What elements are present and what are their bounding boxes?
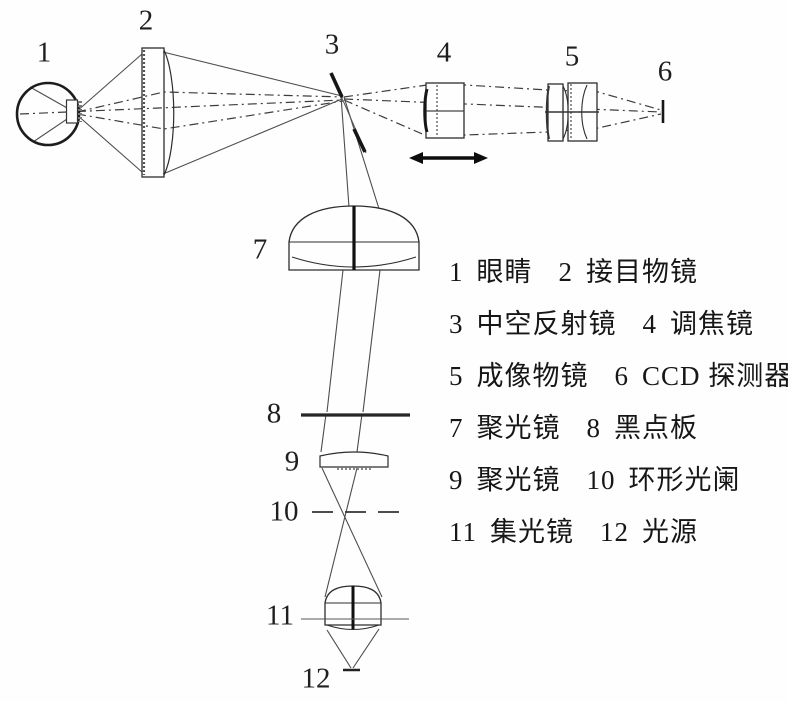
- component-label-7: 7: [252, 233, 268, 266]
- upper-marginal-ray: [75, 51, 343, 113]
- lens4-curved-edge: [423, 88, 429, 133]
- legend-number: 8: [586, 413, 601, 443]
- solid-rays: [29, 51, 383, 669]
- component-label-6: 6: [657, 55, 673, 88]
- legend-row: 11 集光镜 12 光源: [449, 510, 788, 562]
- legend-label: 光源: [642, 517, 698, 547]
- illumination-ray-left: [320, 95, 383, 669]
- legend-row: 9 聚光镜 10 环形光阑: [449, 458, 788, 510]
- mirror-upper-segment: [329, 72, 344, 98]
- legend-label: 聚光镜: [476, 465, 561, 495]
- component-label-10: 10: [269, 495, 299, 528]
- lower-ray-eye-to-mirror: [76, 100, 344, 130]
- legend-number: 6: [614, 361, 629, 391]
- optical-axis-right: [343, 98, 662, 113]
- legend-label: 集光镜: [490, 517, 574, 547]
- optical-axis-left: [19, 99, 344, 115]
- focus-lens-4: [423, 82, 465, 139]
- arrow-head-right: [474, 152, 488, 164]
- legend-label: 聚光镜: [476, 413, 561, 443]
- legend: 1 眼睛 2 接目物镜 3 中空反射镜 4 调焦镜 5 成像物镜 6 CCD 探…: [449, 250, 788, 562]
- legend-number: 2: [558, 257, 573, 287]
- component-label-12: 12: [301, 662, 331, 695]
- condenser-lens-9: [319, 451, 389, 470]
- legend-label: 调焦镜: [670, 309, 754, 339]
- eye-1: [15, 81, 82, 147]
- legend-label: 眼睛: [476, 257, 533, 287]
- lens2-convex-surface: [163, 49, 175, 176]
- lens11-bottom-surface: [326, 624, 380, 631]
- component-label-1: 1: [36, 36, 52, 69]
- upper-ray-mirror-to-ccd: [343, 84, 662, 111]
- component-label-4: 4: [436, 36, 452, 69]
- legend-number: 1: [449, 257, 464, 287]
- component-label-5: 5: [564, 40, 580, 73]
- legend-label: 成像物镜: [476, 361, 589, 391]
- lens2-body: [141, 47, 165, 178]
- hollow-mirror-3: [329, 72, 367, 154]
- imaging-lens-5: [545, 82, 599, 142]
- legend-row: 5 成像物镜 6 CCD 探测器: [449, 354, 788, 406]
- illumination-ray-right: [324, 96, 381, 669]
- legend-number: 10: [586, 465, 616, 495]
- component-label-3: 3: [324, 28, 340, 61]
- legend-number: 7: [449, 413, 464, 443]
- legend-number: 9: [449, 465, 464, 495]
- legend-label: 中空反射镜: [476, 309, 617, 339]
- legend-label: CCD 探测器: [642, 361, 788, 391]
- component-label-2: 2: [138, 4, 154, 37]
- mirror-lower-segment: [352, 128, 367, 153]
- arrow-head-left: [409, 152, 423, 164]
- upper-ray-eye-to-mirror: [76, 91, 344, 113]
- legend-label: 环形光阑: [628, 465, 741, 495]
- legend-row: 3 中空反射镜 4 调焦镜: [449, 302, 788, 354]
- focus-travel-arrow: [409, 152, 488, 164]
- lens9-outline: [319, 451, 389, 468]
- relay-lens-2: [141, 47, 175, 178]
- legend-number: 5: [449, 361, 464, 391]
- condenser-lens-7: [288, 205, 420, 271]
- legend-number: 4: [642, 309, 657, 339]
- legend-row: 1 眼睛 2 接目物镜: [449, 250, 788, 302]
- component-label-8: 8: [266, 397, 282, 430]
- legend-row: 7 聚光镜 8 黑点板: [449, 406, 788, 458]
- legend-label: 黑点板: [614, 413, 698, 443]
- lower-ray-mirror-to-ccd: [343, 99, 662, 137]
- legend-label: 接目物镜: [586, 257, 698, 287]
- eye-lens: [65, 99, 79, 124]
- legend-number: 12: [600, 517, 629, 547]
- component-label-11: 11: [266, 599, 294, 632]
- component-label-9: 9: [284, 445, 300, 478]
- legend-number: 11: [449, 517, 477, 547]
- collector-lens-11: [301, 585, 409, 631]
- lower-marginal-ray: [75, 98, 343, 175]
- legend-number: 3: [449, 309, 464, 339]
